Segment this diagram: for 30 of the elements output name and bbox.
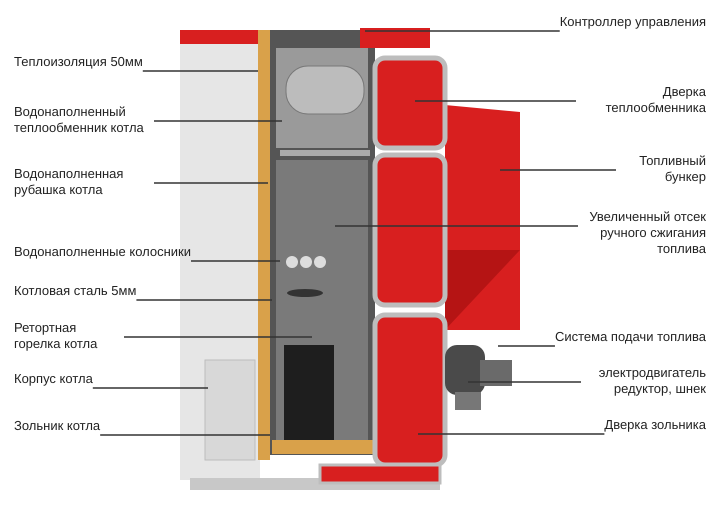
leader-line bbox=[154, 120, 282, 122]
leader-line bbox=[335, 225, 578, 227]
leader-line bbox=[500, 169, 616, 171]
part-label: Зольник котла bbox=[14, 418, 100, 434]
leader-line bbox=[468, 381, 581, 383]
leader-line bbox=[191, 260, 280, 262]
part-label: Котловая сталь 5мм bbox=[14, 283, 136, 299]
part-label: Дверка теплообменника bbox=[576, 84, 706, 116]
leader-line bbox=[154, 182, 268, 184]
part-label: Теплоизоляция 50мм bbox=[14, 54, 143, 70]
leader-line bbox=[92, 387, 208, 389]
part-label: Водонаполненная рубашка котла bbox=[14, 166, 154, 198]
leader-line bbox=[498, 345, 555, 347]
leader-line bbox=[415, 100, 576, 102]
part-label: Корпус котла bbox=[14, 371, 93, 387]
part-label: электродвигатель редуктор, шнек bbox=[581, 365, 706, 397]
part-label: Топливный бункер bbox=[616, 153, 706, 185]
part-label: Увеличенный отсек ручного сжигания топлива bbox=[578, 209, 706, 257]
part-label: Система подачи топлива bbox=[554, 329, 706, 345]
part-label: Контроллер управления bbox=[560, 14, 706, 30]
leader-line bbox=[124, 336, 312, 338]
leader-line bbox=[100, 434, 270, 436]
part-label: Водонаполненные колосники bbox=[14, 244, 191, 260]
leader-line bbox=[136, 299, 272, 301]
part-label: Дверка зольника bbox=[604, 417, 706, 433]
leader-line bbox=[142, 70, 258, 72]
leader-line bbox=[365, 30, 560, 32]
part-label: Водонаполненный теплообменник котла bbox=[14, 104, 154, 136]
leader-line bbox=[418, 433, 604, 435]
part-label: Ретортная горелка котла bbox=[14, 320, 124, 352]
